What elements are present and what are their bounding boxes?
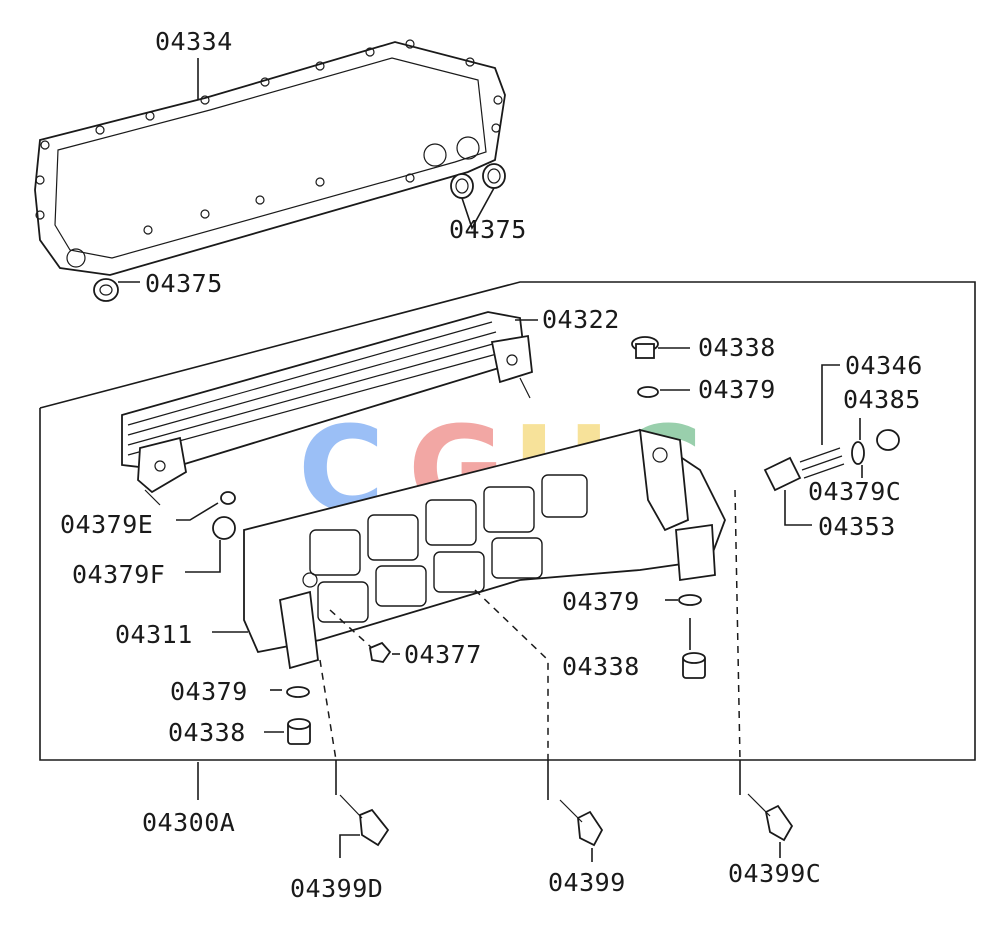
label-cover: 04311 [115, 620, 193, 649]
callout-labels: 04334 04375 04375 04322 04338 04379 0434… [60, 27, 923, 903]
oring-ef-drawing [212, 491, 236, 540]
label-relief-oring: 04379C [808, 477, 901, 506]
assembly-frame [39, 281, 976, 761]
cover-drawing [243, 428, 726, 670]
gasket-drawing [34, 39, 506, 276]
label-bolt-d: 04399D [290, 874, 383, 903]
label-seal-right: 04375 [449, 215, 527, 244]
label-bolt: 04399 [548, 868, 626, 897]
label-seal-left: 04375 [145, 269, 223, 298]
label-plug-top: 04338 [698, 333, 776, 362]
relief-valve-drawing [763, 429, 900, 492]
label-plug-right: 04338 [562, 652, 640, 681]
label-gasket: 04334 [155, 27, 233, 56]
label-assembly: 04300A [142, 808, 235, 837]
cooler-element-drawing [121, 311, 533, 506]
label-relief-plug: 04385 [843, 385, 921, 414]
label-plug-left: 04338 [168, 718, 246, 747]
oring-top-drawing [637, 386, 659, 398]
label-relief-valve: 04353 [818, 512, 896, 541]
plug-right-drawing [678, 594, 706, 679]
seal-drawing [93, 163, 506, 302]
plug-left-drawing [286, 686, 311, 745]
nut-drawing [368, 641, 392, 663]
leader-lines [118, 58, 863, 862]
label-bolt-c: 04399C [728, 859, 821, 888]
bolts-drawing [339, 793, 794, 847]
label-relief-spring: 04346 [845, 351, 923, 380]
label-oring-e: 04379E [60, 510, 153, 539]
label-cooler-element: 04322 [542, 305, 620, 334]
label-oring-left: 04379 [170, 677, 248, 706]
label-oring-top: 04379 [698, 375, 776, 404]
plug-top-drawing [631, 336, 659, 359]
label-nut: 04377 [404, 640, 482, 669]
label-oring-f: 04379F [72, 560, 165, 589]
label-oring-right: 04379 [562, 587, 640, 616]
